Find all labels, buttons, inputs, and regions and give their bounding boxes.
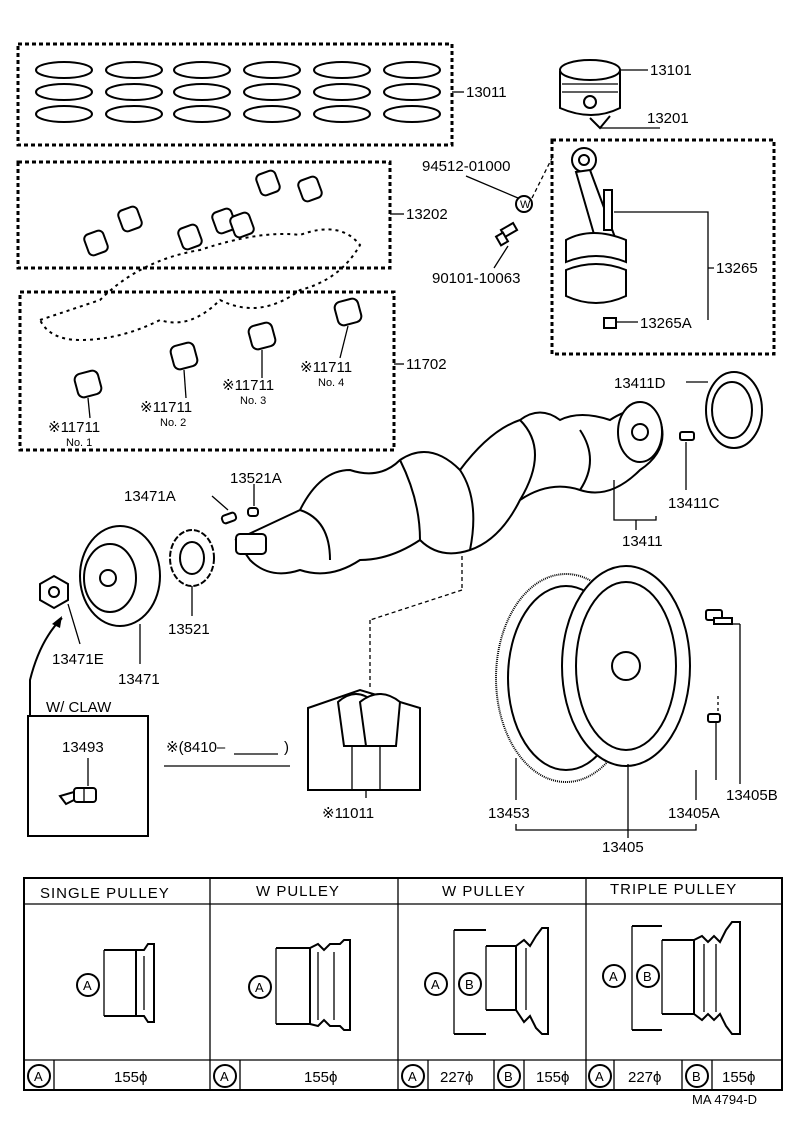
crank-pulley [79,525,161,627]
flywheel-bolt [705,609,733,625]
value-w2-b: 155ϕ [536,1069,569,1086]
label-13202: 13202 [406,206,448,223]
label-13405a: 13405A [668,805,720,822]
key-13521a [247,507,259,517]
label-11711-no2: ※11711 [140,399,192,416]
row-marker-a-3: A [408,1069,417,1084]
header-w-pulley-2: W PULLEY [442,883,526,900]
pulley-table: SINGLE PULLEY W PULLEY W PULLEY TRIPLE P… [23,877,783,1091]
value-w1-a: 155ϕ [304,1069,337,1086]
crank-pin [679,431,695,441]
marker-a-single: A [83,978,92,993]
marker-a-triple: A [609,969,618,984]
claw-part [58,787,97,806]
header-w-pulley-1: W PULLEY [256,883,340,900]
label-13265: 13265 [716,260,758,277]
value-w2-a: 227ϕ [440,1069,473,1086]
rod-bearing-shells [83,169,323,257]
label-no3: No. 3 [240,395,266,407]
label-11011: ※11011 [322,805,374,822]
marker-a-w1: A [255,980,264,995]
thrust-washers-box [307,688,421,798]
crankshaft [234,401,664,575]
marker-b-triple: B [643,969,652,984]
piston-rings-group: 13011 [16,42,507,147]
header-triple-pulley: TRIPLE PULLEY [610,881,737,898]
label-no1: No. 1 [66,437,92,449]
row-marker-a-1: A [34,1069,43,1084]
label-90101-10063: 90101-10063 [432,270,520,287]
washer-w-icon [515,195,533,213]
label-11711-no1: ※11711 [48,419,100,436]
label-13411: 13411 [622,533,663,550]
label-date-note: ※(8410– [166,739,226,756]
connecting-rod [565,147,627,304]
rod-bearings-group: 13202 [16,160,448,342]
label-13411d: 13411D [614,375,666,392]
label-11711-no4: ※11711 [300,359,352,376]
label-13011: 13011 [466,84,507,101]
triple-pulley-drawing: A B [602,921,741,1035]
header-single-pulley: SINGLE PULLEY [40,885,170,902]
label-13265a: 13265A [640,315,692,332]
flywheel [561,565,691,767]
marker-b-w2: B [465,977,474,992]
label-date-close: ) [284,739,289,756]
w-pulley-drawing-1: A [248,939,351,1031]
washer-w-letter: W [520,199,531,211]
marker-a-w2: A [431,977,440,992]
w-pulley-drawing-2: A B [424,927,549,1035]
label-w-claw: W/ CLAW [46,699,112,716]
row-marker-a-4: A [595,1069,604,1084]
label-13405b: 13405B [726,787,778,804]
rod-nut-small [603,317,617,329]
single-pulley-drawing: A [76,943,155,1023]
value-triple-b: 155ϕ [722,1069,755,1086]
main-bearing-shells [73,297,363,399]
label-13471e: 13471E [52,651,104,668]
label-13493: 13493 [62,739,104,756]
label-13453: 13453 [488,805,530,822]
label-13471a: 13471A [124,488,176,505]
pulley-nut [39,574,69,610]
value-single-a: 155ϕ [114,1069,147,1086]
row-marker-a-2: A [220,1069,229,1084]
main-bearings-group: 11702 ※11711 No. 1 ※11711 No. 2 ※11711 N… [18,290,447,452]
label-13405: 13405 [602,839,644,856]
row-marker-b-3: B [504,1069,513,1084]
label-no2: No. 2 [160,417,186,429]
crank-timing-gear [169,529,215,587]
label-13411c: 13411C [668,495,720,512]
label-13521: 13521 [168,621,210,638]
label-13101: 13101 [650,62,692,79]
rear-oil-seal [705,371,763,449]
label-no4: No. 4 [318,377,344,389]
flywheel-pin [707,713,721,723]
ring-set [35,61,441,123]
claw-box: 13493 [27,715,149,837]
catalog-reference: MA 4794-D [692,1092,757,1107]
piston: 13101 [559,59,692,130]
label-11702: 11702 [406,356,447,373]
row-marker-b-4: B [692,1069,701,1084]
rod-bolt-small [494,221,519,247]
value-triple-a: 227ϕ [628,1069,661,1086]
label-13471: 13471 [118,671,160,688]
label-94512-01000: 94512-01000 [422,158,510,175]
label-13521a: 13521A [230,470,282,487]
connecting-rod-group: 13201 13265A 13265 [550,110,776,356]
label-11711-no3: ※11711 [222,377,274,394]
label-13201: 13201 [647,110,689,127]
key-13471a [220,511,238,525]
